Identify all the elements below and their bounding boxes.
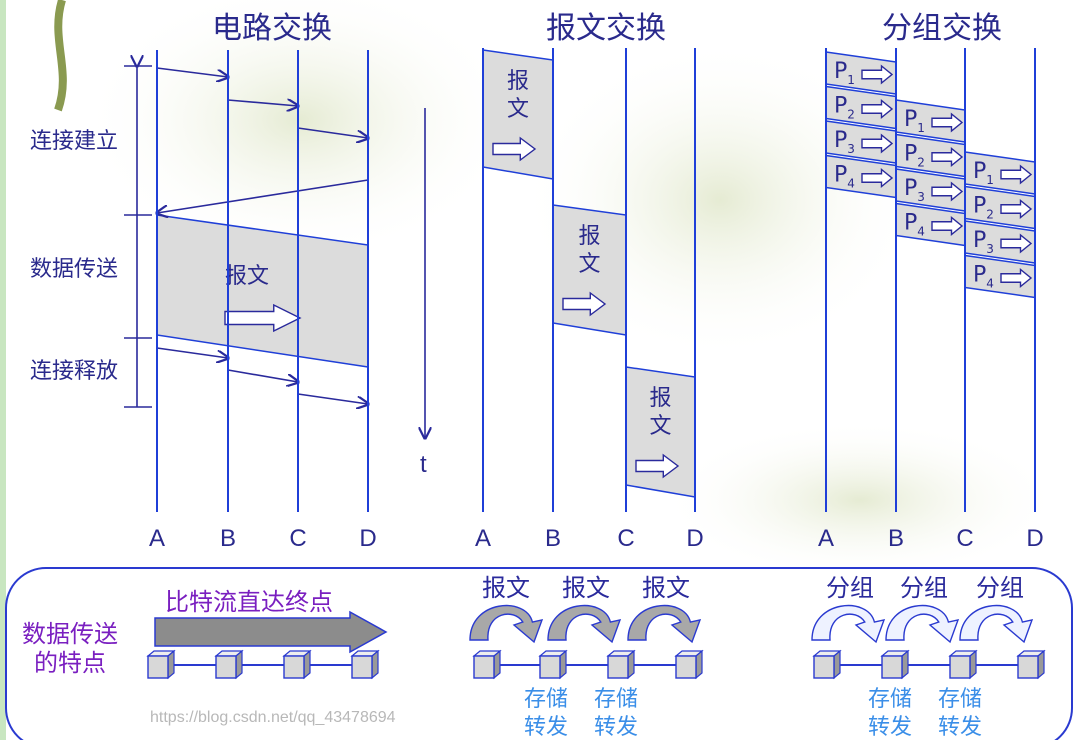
message-box-label: 文: [649, 414, 671, 439]
store-label: 存储: [868, 687, 912, 712]
packet-node-label: C: [956, 525, 973, 552]
packet-hop-label: 分组: [900, 574, 948, 602]
node-lines: [156, 48, 1036, 512]
phase-release: 连接释放: [30, 359, 118, 384]
signal-arrow: [156, 67, 228, 77]
packet-arrow-icon: [931, 216, 964, 236]
panel-heading-line2: 的特点: [34, 649, 106, 677]
router-node: [282, 649, 312, 680]
bottom-texts: 报文 报文 报文 分组 分组 分组 存储 转发 存储 转发 存储 转发 存储 转…: [482, 574, 1024, 740]
packet-node-label: A: [818, 525, 834, 552]
message-hop-arrow-icon: [469, 604, 544, 644]
message-box-label: 报: [578, 224, 600, 249]
signal-arrow: [227, 369, 298, 382]
router-node: [214, 649, 244, 680]
message-hop-label: 报文: [562, 574, 610, 602]
routers: [146, 649, 1046, 680]
time-label: t: [420, 451, 427, 478]
router-node: [146, 649, 176, 680]
packet-arrow-icon: [1000, 199, 1033, 219]
packet-arrow-icon: [861, 64, 894, 85]
message-box-label: 文: [578, 252, 600, 277]
direction-arrow-icon: [492, 136, 537, 162]
message-node-label: B: [545, 525, 561, 552]
signal-arrows: [156, 67, 369, 404]
signal-arrow: [157, 179, 369, 213]
router-node: [472, 649, 502, 680]
direction-arrow-icon: [224, 303, 302, 333]
packet-arrow-icon: [931, 147, 964, 167]
phase-connect: 连接建立: [30, 129, 118, 154]
packet-hop-arrow-icon: [811, 604, 886, 644]
circuit-message-label: 报文: [225, 264, 269, 289]
message-hop-label: 报文: [482, 574, 530, 602]
signal-arrow: [227, 100, 298, 106]
circuit-node-label: D: [359, 525, 376, 552]
signal-arrow: [297, 393, 368, 404]
message-box-label: 报: [649, 386, 671, 411]
message-title: 报文交换: [546, 11, 666, 46]
packet-hop-label: 分组: [826, 574, 874, 602]
hop-arrows: [469, 604, 1034, 644]
store-label: 存储: [938, 687, 982, 712]
packet-arrow-icon: [861, 133, 894, 154]
router-node: [606, 649, 636, 680]
signal-arrow: [297, 127, 368, 138]
packet-arrow-icon: [931, 112, 964, 133]
background-leaf: [660, 420, 1060, 580]
message-node-label: A: [475, 525, 491, 552]
bitstream-arrow: [154, 610, 388, 654]
packet-node-label: B: [888, 525, 904, 552]
direction-arrow-icon: [635, 453, 680, 479]
packet-node-label: D: [1026, 525, 1043, 552]
circuit-node-label: B: [220, 525, 236, 552]
packet-arrow-icon: [1000, 233, 1033, 254]
packet-arrow-icon: [861, 99, 894, 119]
router-node: [538, 649, 568, 680]
message-hop-label: 报文: [642, 574, 690, 602]
packet-hop-arrow-icon: [885, 604, 960, 644]
message-box-label: 报: [507, 69, 529, 94]
watermark: https://blog.csdn.net/qq_43478694: [150, 709, 396, 726]
signal-arrow: [156, 347, 228, 358]
message-hop-arrow-icon: [547, 604, 622, 644]
packet-arrow-icon: [931, 181, 964, 202]
message-node-label: D: [686, 525, 703, 552]
router-node: [880, 649, 910, 680]
router-node: [812, 649, 842, 680]
background-leaf: [80, 0, 520, 260]
panel-heading-line1: 数据传送: [22, 620, 118, 648]
store-label: 存储: [524, 687, 568, 712]
circuit-node-label: A: [149, 525, 165, 552]
circuit-node-label: C: [289, 525, 306, 552]
direction-arrow-icon: [562, 291, 607, 317]
router-node: [948, 649, 978, 680]
packet-arrow-icon: [861, 168, 894, 188]
characteristics-panel: [5, 567, 1073, 740]
phase-brackets: [124, 66, 152, 408]
router-node: [350, 649, 380, 680]
packet-hop-label: 分组: [976, 574, 1024, 602]
bitstream-note: 比特流直达终点: [165, 588, 333, 616]
forward-label: 转发: [594, 715, 638, 740]
packet-hop-arrow-icon: [959, 604, 1034, 644]
store-label: 存储: [594, 687, 638, 712]
phase-transfer: 数据传送: [30, 257, 118, 282]
message-node-label: C: [617, 525, 634, 552]
vine-decoration: [54, 0, 67, 112]
packet-title: 分组交换: [882, 11, 1002, 46]
packet-arrow-icon: [1000, 268, 1033, 288]
forward-label: 转发: [868, 715, 912, 740]
forward-label: 转发: [524, 715, 568, 740]
message-box-label: 文: [507, 97, 529, 122]
router-node: [1016, 649, 1046, 680]
circuit-title: 电路交换: [212, 11, 332, 46]
router-node: [674, 649, 704, 680]
packet-arrow-icon: [1000, 164, 1033, 185]
forward-label: 转发: [938, 715, 982, 740]
message-hop-arrow-icon: [627, 604, 702, 644]
